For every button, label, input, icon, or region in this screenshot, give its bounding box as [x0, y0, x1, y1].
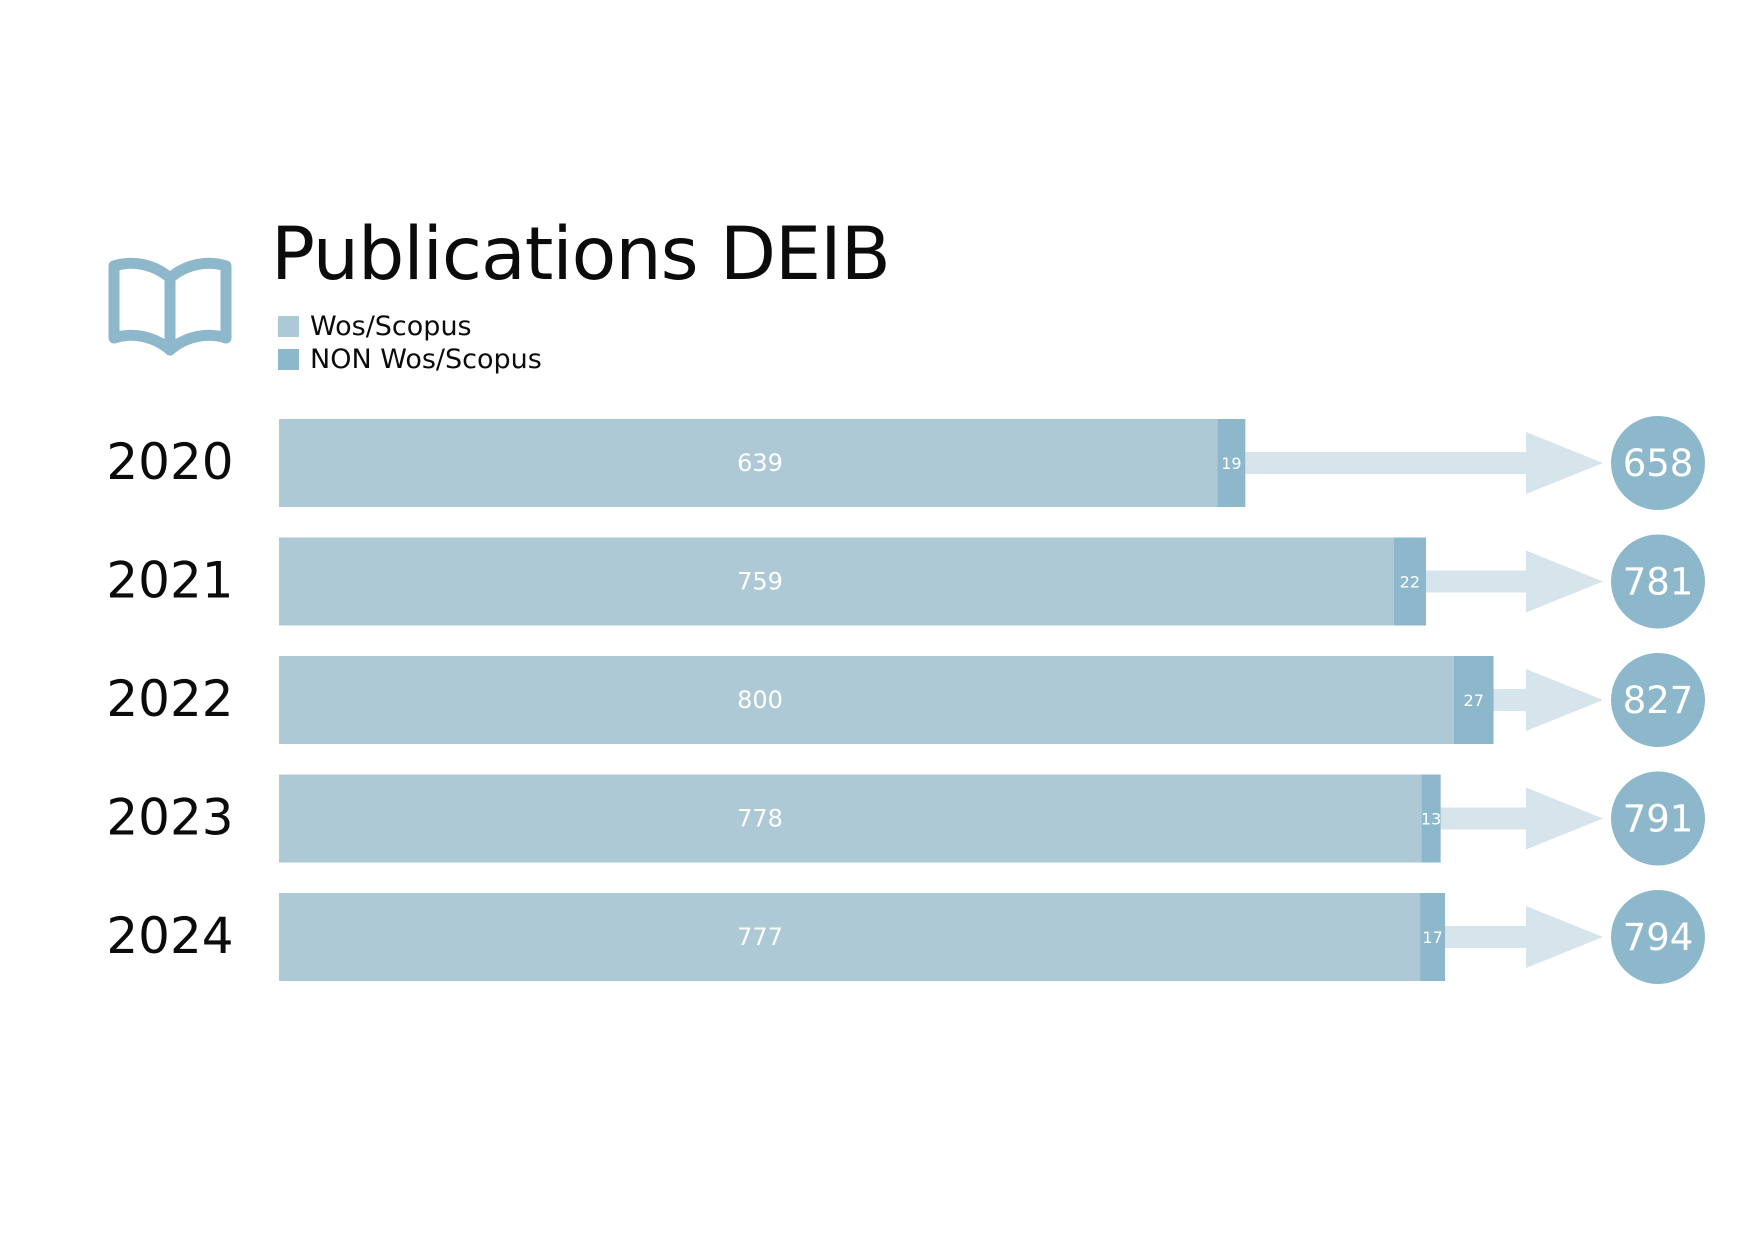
arrow-shaft: [1245, 452, 1528, 474]
arrow-shaft: [1425, 570, 1528, 593]
bar-non-wos: [1421, 774, 1441, 863]
data-label-wos: 639: [737, 449, 783, 477]
data-label-wos: 778: [737, 805, 783, 833]
bar-non-wos: [1217, 419, 1246, 507]
legend-label-wos: Wos/Scopus: [310, 311, 472, 342]
chart-title: Publications DEIB: [271, 212, 891, 297]
bar-non-wos: [1393, 537, 1426, 626]
legend-item-non-wos: NON Wos/Scopus: [278, 343, 542, 376]
total-circle: [1611, 534, 1705, 629]
data-label-non-wos: 19: [1221, 454, 1241, 473]
year-label: 2024: [106, 907, 233, 965]
data-label-non-wos: 17: [1422, 928, 1442, 947]
bar-non-wos: [1420, 893, 1446, 981]
legend-label-non-wos: NON Wos/Scopus: [310, 344, 542, 375]
total-label: 781: [1623, 561, 1694, 604]
bar-non-wos: [1453, 656, 1494, 744]
total-label: 827: [1623, 679, 1694, 722]
total-circle: [1611, 890, 1705, 984]
arrow-head: [1526, 550, 1603, 613]
bar-wos: [279, 893, 1421, 981]
bar-wos: [279, 656, 1454, 744]
arrow-head: [1526, 787, 1603, 850]
data-label-non-wos: 22: [1400, 573, 1420, 592]
data-label-wos: 759: [737, 568, 783, 596]
bar-wos: [279, 537, 1394, 626]
total-circle: [1611, 416, 1705, 510]
arrow-shaft: [1493, 689, 1528, 711]
bar-wos: [279, 419, 1218, 507]
legend-item-wos: Wos/Scopus: [278, 310, 542, 343]
year-label: 2020: [106, 433, 233, 491]
total-label: 794: [1623, 916, 1694, 959]
legend-swatch-non-wos: [278, 349, 299, 370]
data-label-non-wos: 13: [1421, 810, 1441, 829]
arrow-head: [1526, 906, 1603, 968]
year-label: 2021: [106, 552, 233, 610]
data-label-non-wos: 27: [1464, 691, 1484, 710]
total-circle: [1611, 653, 1705, 747]
data-label-wos: 800: [737, 686, 783, 714]
year-label: 2022: [106, 670, 233, 728]
year-label: 2023: [106, 789, 233, 847]
arrow-shaft: [1440, 807, 1528, 830]
arrow-head: [1526, 432, 1603, 494]
legend-swatch-wos: [278, 316, 299, 337]
total-label: 658: [1623, 442, 1694, 485]
legend: Wos/Scopus NON Wos/Scopus: [278, 310, 542, 376]
total-circle: [1611, 771, 1705, 866]
total-label: 791: [1623, 798, 1694, 841]
arrow-shaft: [1445, 926, 1528, 948]
bar-wos: [279, 774, 1422, 863]
data-label-wos: 777: [737, 923, 783, 951]
open-book-icon: [108, 257, 232, 356]
arrow-head: [1526, 669, 1603, 731]
